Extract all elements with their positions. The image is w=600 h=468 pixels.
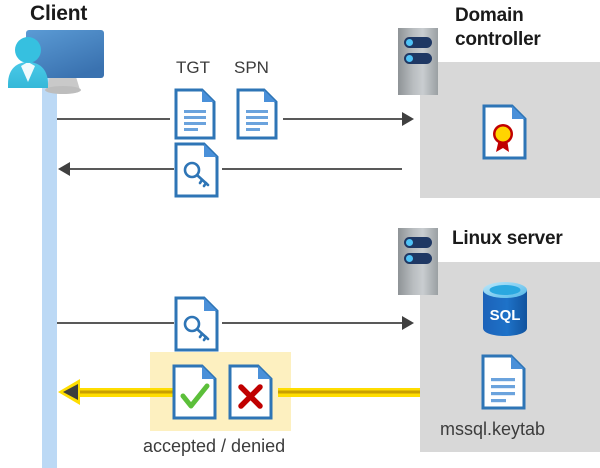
linux-server-rack-icon	[398, 228, 438, 295]
sql-database-icon: SQL	[479, 280, 531, 338]
flow2-arrowhead	[58, 162, 70, 176]
denied-document-icon	[228, 364, 274, 420]
certificate-document-icon	[482, 104, 528, 160]
flow4-arrowhead	[58, 379, 80, 405]
flow4-line-left	[80, 388, 178, 397]
accepted-denied-label: accepted / denied	[143, 436, 286, 456]
sql-database-label: SQL	[490, 307, 521, 324]
accepted-document-icon	[172, 364, 218, 420]
flow3-line-right	[222, 322, 402, 324]
tgt-document-icon	[174, 88, 216, 140]
flow2-line-left	[70, 168, 174, 170]
spn-label: SPN	[234, 58, 269, 77]
keytab-document-icon	[481, 354, 527, 410]
flow1-arrowhead	[402, 112, 414, 126]
domain-controller-title: Domain controller	[455, 5, 541, 51]
spn-document-icon	[236, 88, 278, 140]
flow1-line-left	[57, 118, 170, 120]
domain-controller-rack-icon	[398, 28, 438, 95]
linux-server-title: Linux server	[452, 228, 563, 249]
client-lifeline	[42, 76, 57, 468]
service-ticket-document-icon-1	[174, 142, 220, 198]
service-ticket-document-icon-2	[174, 296, 220, 352]
client-title: Client	[30, 2, 88, 25]
flow3-line-left	[57, 322, 174, 324]
client-computer-icon	[4, 26, 114, 98]
flow4-line-right	[278, 388, 420, 397]
flow2-line-right	[222, 168, 402, 170]
tgt-label: TGT	[176, 58, 210, 77]
keytab-label: mssql.keytab	[440, 419, 546, 439]
flow1-line-right	[283, 118, 402, 120]
flow3-arrowhead	[402, 316, 414, 330]
